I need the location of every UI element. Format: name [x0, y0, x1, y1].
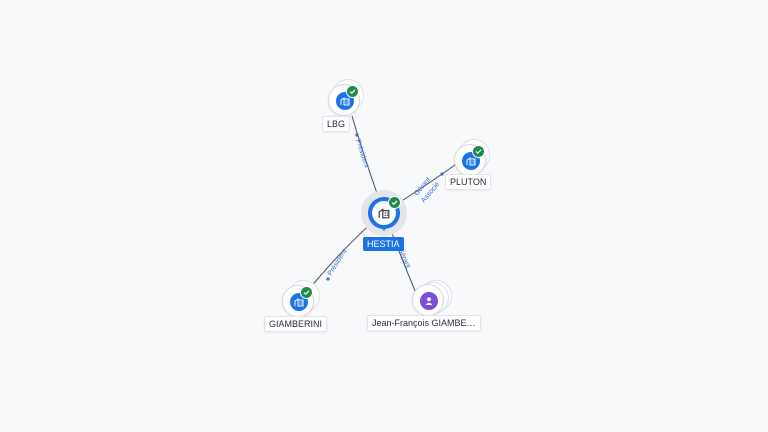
node-hestia[interactable]: HESTIA — [361, 190, 407, 254]
edge-label-giamberini: Président — [327, 248, 349, 277]
node-label: HESTIA — [363, 237, 404, 251]
edge-arrow-lbg — [355, 133, 359, 137]
node-label: GIAMBERINI — [264, 316, 328, 332]
node-disc — [282, 285, 314, 317]
node-giamberini[interactable]: GIAMBERINI — [264, 280, 328, 335]
verified-check-icon — [300, 286, 313, 299]
map-pin-tip — [378, 223, 390, 231]
node-lbg[interactable]: LBG — [322, 79, 366, 134]
verified-check-icon — [472, 145, 485, 158]
edge-arrow-pluton — [440, 172, 444, 176]
node-label: PLUTON — [445, 174, 492, 190]
edge-arrow-giamberini — [326, 277, 330, 281]
edge-label-lbg: Président — [354, 138, 370, 168]
node-label: LBG — [322, 116, 351, 132]
verified-check-icon — [346, 85, 359, 98]
node-person[interactable]: Jean-François GIAMBE… — [367, 280, 481, 334]
verified-check-icon — [388, 196, 401, 209]
node-pluton[interactable]: PLUTON — [445, 139, 498, 194]
person-icon — [420, 292, 438, 310]
node-disc — [412, 284, 444, 316]
node-label: Jean-François GIAMBE… — [367, 315, 481, 331]
